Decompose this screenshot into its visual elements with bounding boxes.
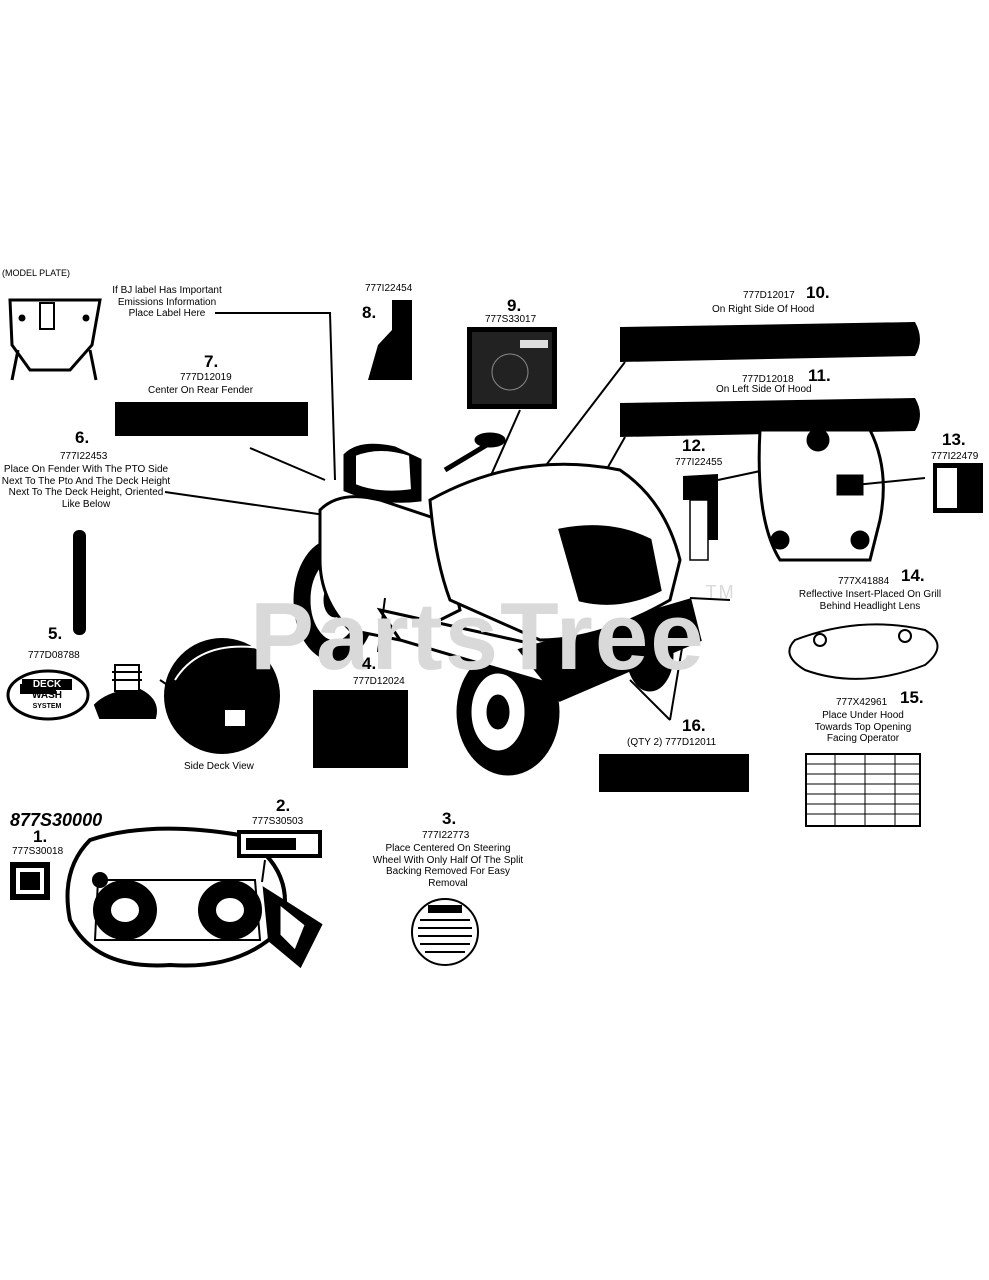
watermark-tm: TM xyxy=(705,582,736,602)
callout-6-part: 777I22453 xyxy=(60,451,108,462)
leader-2 xyxy=(261,859,266,883)
callout-1-part: 777S30018 xyxy=(12,846,64,857)
mower-deck xyxy=(65,826,323,969)
callout-12-part: 777I22455 xyxy=(675,457,723,468)
callout-3-part: 777I22773 xyxy=(422,830,470,841)
callout-7-instruction: Center On Rear Fender xyxy=(148,385,254,396)
callout-11-instruction: On Left Side Of Hood xyxy=(716,384,812,395)
leader-13 xyxy=(854,477,926,486)
deck-wash-logo-text: DECK WASH SYSTEM xyxy=(22,679,72,712)
callout-5-part: 777D08788 xyxy=(28,650,80,661)
kit-number: 877S30000 xyxy=(10,810,103,830)
callout-6-instruction: Place On Fender With The PTO Side Next T… xyxy=(1,464,171,510)
callout-8-part: 777I22454 xyxy=(365,283,413,294)
deck-wash-word-3: SYSTEM xyxy=(32,703,62,710)
decal-6 xyxy=(73,530,86,635)
callout-2-part: 777S30503 xyxy=(252,816,304,827)
decal-12 xyxy=(683,474,718,561)
callout-7-part: 777D12019 xyxy=(180,372,232,383)
decal-7 xyxy=(115,402,308,436)
decal-1-marker xyxy=(92,872,108,888)
callout-13-number: 13. xyxy=(942,430,966,449)
callout-4-number: 4. xyxy=(362,654,377,673)
deck-wash-word-2: WASH xyxy=(32,690,62,701)
callout-16-number: 16. xyxy=(682,716,706,735)
callout-5-number: 5. xyxy=(48,624,63,643)
decal-2 xyxy=(237,830,322,858)
callout-3-number: 3. xyxy=(442,809,457,828)
decal-16 xyxy=(599,754,749,792)
bj-note: If BJ label Has Important Emissions Info… xyxy=(112,285,222,319)
leader-4 xyxy=(377,597,386,653)
leader-12 xyxy=(717,469,766,481)
side-deck-view-label: Side Deck View xyxy=(184,761,254,772)
callout-15-instruction: Place Under Hood Towards Top Opening Fac… xyxy=(814,710,912,744)
decal-11 xyxy=(620,398,920,437)
callout-13-part: 777I22479 xyxy=(931,451,979,462)
decal-15 xyxy=(805,753,921,827)
leader-6 xyxy=(164,491,326,516)
callout-6-number: 6. xyxy=(75,428,90,447)
side-deck-view-circle xyxy=(164,638,280,754)
leader-deck-wash xyxy=(159,679,176,691)
callout-4-part: 777D12024 xyxy=(353,676,405,687)
model-plate-label: (MODEL PLATE) xyxy=(2,268,71,278)
decal-14 xyxy=(788,623,939,680)
callout-9-number: 9. xyxy=(507,296,522,315)
decal-10 xyxy=(620,322,920,362)
callout-14-number: 14. xyxy=(901,566,925,585)
leader-7 xyxy=(249,447,326,481)
leader-14 xyxy=(689,597,731,601)
callout-10-part: 777D12017 xyxy=(743,290,795,301)
callout-10-number: 10. xyxy=(806,283,830,302)
callout-14-instruction: Reflective Insert-Placed On Grill Behind… xyxy=(798,589,942,612)
callout-15-number: 15. xyxy=(900,688,924,707)
callout-12-number: 12. xyxy=(682,436,706,455)
decal-1 xyxy=(10,862,50,900)
callout-11-number: 11. xyxy=(808,366,831,385)
callout-7-number: 7. xyxy=(204,352,219,371)
leader-16 xyxy=(629,599,691,721)
decal-3 xyxy=(411,898,479,966)
callout-2-number: 2. xyxy=(276,796,291,815)
model-plate-bracket xyxy=(8,298,102,381)
callout-11-part: 777D12018 xyxy=(742,374,794,385)
decal-8 xyxy=(368,300,412,380)
callout-9-part: 777S33017 xyxy=(485,314,537,325)
tractor-illustration xyxy=(293,432,702,776)
callout-15-part: 777X42961 xyxy=(836,697,888,708)
deck-wash-word-1: DECK xyxy=(22,679,72,690)
decal-9 xyxy=(467,327,557,409)
bj-leader xyxy=(215,312,336,481)
decal-13 xyxy=(933,463,983,513)
deck-wash-fitting xyxy=(93,664,157,719)
callout-14-part: 777X41884 xyxy=(838,576,890,587)
hood-underside xyxy=(757,428,885,562)
callout-3-instruction: Place Centered On Steering Wheel With On… xyxy=(372,843,524,889)
callout-10-instruction: On Right Side Of Hood xyxy=(712,304,815,315)
callout-8-number: 8. xyxy=(362,303,377,322)
watermark-text: PartsTree xyxy=(250,583,706,690)
watermark: PartsTreeTM xyxy=(250,582,736,692)
callout-1-number: 1. xyxy=(33,827,48,846)
callout-16-part: (QTY 2) 777D12011 xyxy=(627,737,717,748)
decal-4 xyxy=(313,690,408,768)
